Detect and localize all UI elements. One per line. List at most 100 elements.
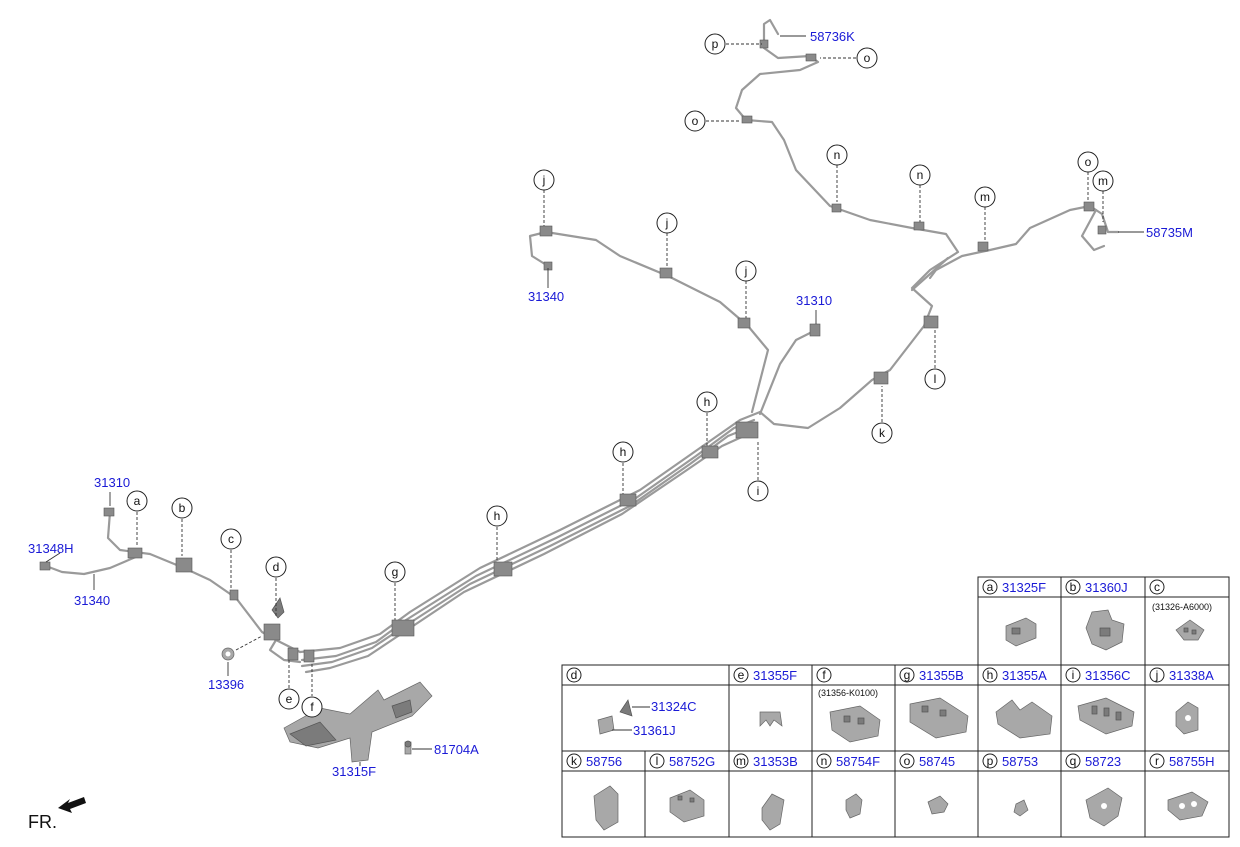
legend-cell-b: b 31360J: [1065, 579, 1128, 651]
pipe-clips: [39, 39, 1107, 663]
svg-text:a: a: [134, 494, 141, 508]
svg-text:31356C: 31356C: [1085, 668, 1131, 683]
callout-e: e: [278, 688, 300, 710]
parts-legend-table: a 31325F b 31360J c (31326-A6000) d 3132…: [561, 576, 1230, 838]
callout-j-2: j: [656, 212, 678, 234]
label-31340-left: 31340: [74, 593, 110, 608]
callout-h-1: h: [696, 391, 718, 413]
svg-text:n: n: [917, 168, 924, 182]
svg-text:31324C: 31324C: [651, 699, 697, 714]
svg-text:l: l: [656, 754, 659, 768]
svg-text:d: d: [273, 560, 280, 574]
legend-cell-e: e 31355F: [733, 667, 797, 727]
svg-text:q: q: [1070, 754, 1077, 768]
legend-cell-a: a 31325F: [982, 579, 1046, 647]
legend-cell-o: o 58745: [899, 753, 955, 815]
bracket-31315F: [283, 681, 433, 763]
svg-text:i: i: [1072, 668, 1075, 682]
legend-cell-g: g 31355B: [899, 667, 969, 739]
label-58736K: 58736K: [810, 29, 855, 44]
svg-text:31355F: 31355F: [753, 668, 797, 683]
label-31348H: 31348H: [28, 541, 74, 556]
svg-text:h: h: [704, 395, 711, 409]
label-81704A: 81704A: [434, 742, 479, 757]
legend-cell-d: d 31324C 31361J: [566, 667, 697, 738]
svg-text:m: m: [736, 754, 746, 768]
svg-text:58753: 58753: [1002, 754, 1038, 769]
svg-text:j: j: [744, 264, 748, 278]
svg-text:o: o: [864, 51, 871, 65]
callout-k: k: [871, 422, 893, 444]
legend-cell-r: r 58755H: [1149, 753, 1215, 821]
callout-p: p: [704, 33, 726, 55]
svg-text:p: p: [987, 754, 994, 768]
legend-cell-n: n 58754F: [816, 753, 880, 819]
svg-text:p: p: [712, 37, 719, 51]
legend-cell-h: h 31355A: [982, 667, 1053, 739]
svg-text:(31326-A6000): (31326-A6000): [1152, 602, 1212, 612]
svg-text:o: o: [692, 114, 699, 128]
svg-text:m: m: [980, 190, 990, 204]
callout-l: l: [924, 368, 946, 390]
legend-cell-k: k 58756: [566, 753, 622, 831]
label-31310-right: 31310: [796, 293, 832, 308]
legend-cell-c: c (31326-A6000): [1149, 579, 1212, 641]
svg-text:c: c: [1154, 580, 1160, 594]
legend-cell-f: f (31356-K0100): [816, 667, 881, 743]
label-13396: 13396: [208, 677, 244, 692]
svg-text:e: e: [738, 668, 745, 682]
label-58735M: 58735M: [1146, 225, 1193, 240]
svg-text:i: i: [757, 484, 760, 498]
svg-text:h: h: [620, 445, 627, 459]
legend-cell-l: l 58752G: [649, 753, 715, 823]
svg-text:31355B: 31355B: [919, 668, 964, 683]
svg-text:31353B: 31353B: [753, 754, 798, 769]
svg-text:o: o: [1085, 155, 1092, 169]
svg-text:58756: 58756: [586, 754, 622, 769]
svg-text:n: n: [821, 754, 828, 768]
label-31310-left: 31310: [94, 475, 130, 490]
callout-j-3: j: [735, 260, 757, 282]
svg-text:h: h: [494, 509, 501, 523]
svg-text:b: b: [179, 501, 186, 515]
callout-n-1: n: [826, 144, 848, 166]
svg-text:j: j: [1155, 668, 1159, 682]
clip-31324C: [271, 597, 285, 619]
grommet-13396: [221, 647, 235, 661]
callout-n-2: n: [909, 164, 931, 186]
svg-text:a: a: [987, 580, 994, 594]
callout-o-2: o: [684, 110, 706, 132]
svg-text:31355A: 31355A: [1002, 668, 1047, 683]
svg-text:o: o: [904, 754, 911, 768]
svg-text:e: e: [286, 692, 293, 706]
callout-f: f: [301, 696, 323, 718]
bolt-81704A: [404, 740, 412, 755]
svg-text:g: g: [392, 565, 399, 579]
svg-text:n: n: [834, 148, 841, 162]
label-31340-top: 31340: [528, 289, 564, 304]
brake-pipes: [44, 18, 1120, 674]
svg-text:c: c: [228, 532, 234, 546]
svg-text:58745: 58745: [919, 754, 955, 769]
callout-m-2: m: [1092, 170, 1114, 192]
front-arrow-icon: [58, 797, 86, 813]
callout-a: a: [126, 490, 148, 512]
svg-text:j: j: [542, 173, 546, 187]
svg-text:l: l: [934, 372, 937, 386]
svg-text:d: d: [571, 668, 578, 682]
svg-text:k: k: [571, 754, 578, 768]
svg-text:r: r: [1155, 754, 1159, 768]
svg-text:58755H: 58755H: [1169, 754, 1215, 769]
svg-text:m: m: [1098, 174, 1108, 188]
legend-cell-p: p 58753: [982, 753, 1038, 817]
svg-text:f: f: [822, 668, 826, 682]
legend-cell-q: q 58723: [1065, 753, 1123, 827]
svg-text:31325F: 31325F: [1002, 580, 1046, 595]
svg-text:f: f: [310, 700, 314, 714]
callout-h-3: h: [486, 505, 508, 527]
svg-text:31361J: 31361J: [633, 723, 676, 738]
svg-text:58754F: 58754F: [836, 754, 880, 769]
svg-text:h: h: [987, 668, 994, 682]
callout-o-1: o: [856, 47, 878, 69]
